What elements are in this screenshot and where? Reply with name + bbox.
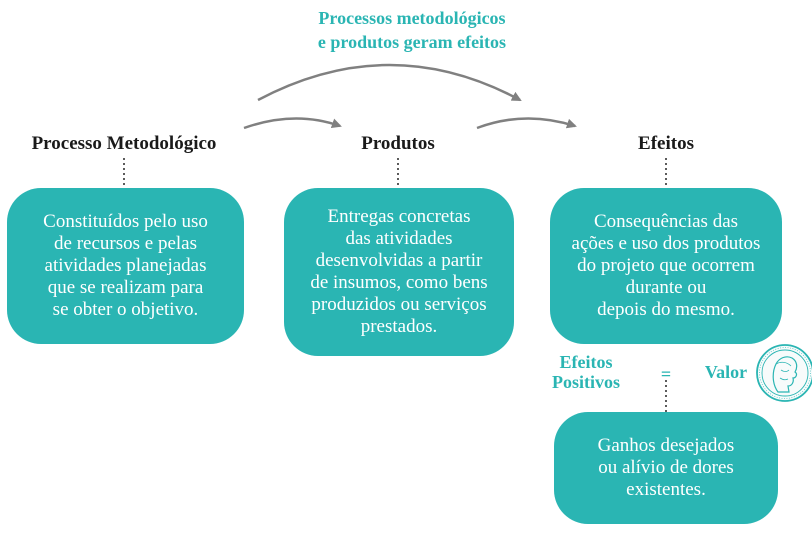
box-line: atividades planejadas <box>44 255 207 276</box>
efeitos-positivos-label: Efeitos Positivos <box>538 352 634 392</box>
box-line: das atividades <box>345 228 453 249</box>
portrait-seal-icon <box>756 344 812 402</box>
heading-processo-metodologico: Processo Metodológico <box>31 133 217 154</box>
box-line: se obter o objetivo. <box>52 299 199 320</box>
top-title-line2: e produtos geram efeitos <box>317 32 507 52</box>
box-line: que se realizam para <box>47 277 204 298</box>
box-line: ações e uso dos produtos <box>571 233 761 254</box>
arrow-processo-to-produtos <box>243 117 342 130</box>
equals-sign: = <box>660 364 672 384</box>
arrow-produtos-to-efeitos <box>476 117 577 130</box>
efeitos-positivos-line1: Efeitos <box>559 352 613 372</box>
box-line: Entregas concretas <box>327 206 471 227</box>
box-line: desenvolvidas a partir <box>315 250 483 271</box>
box-line: produzidos ou serviços <box>311 294 487 315</box>
box-processo-metodologico: Constituídos pelo uso de recursos e pela… <box>7 188 244 344</box>
box-line: de insumos, como bens <box>310 272 488 293</box>
box-line: existentes. <box>626 479 706 500</box>
efeitos-positivos-line2: Positivos <box>551 372 620 392</box>
heading-produtos: Produtos <box>361 133 435 154</box>
top-title-line1: Processos metodológicos <box>318 8 506 28</box>
box-produtos: Entregas concretas das atividades desenv… <box>284 188 514 356</box>
top-title: Processos metodológicos e produtos geram… <box>232 6 592 54</box>
heading-efeitos: Efeitos <box>638 133 694 154</box>
arc-arrow-processo-to-efeitos <box>257 63 522 102</box>
box-line: durante ou <box>625 277 707 298</box>
box-efeitos: Consequências das ações e uso dos produt… <box>550 188 782 344</box>
valor-label: Valor <box>704 362 748 382</box>
box-ganhos: Ganhos desejados ou alívio de dores exis… <box>554 412 778 524</box>
box-line: Constituídos pelo uso <box>43 211 208 232</box>
box-line: de recursos e pelas <box>54 233 197 254</box>
box-line: ou alívio de dores <box>598 457 734 478</box>
box-line: do projeto que ocorrem <box>577 255 755 276</box>
box-line: Consequências das <box>593 211 739 232</box>
box-line: depois do mesmo. <box>597 299 735 320</box>
box-line: Ganhos desejados <box>597 435 735 456</box>
box-line: prestados. <box>360 316 438 337</box>
